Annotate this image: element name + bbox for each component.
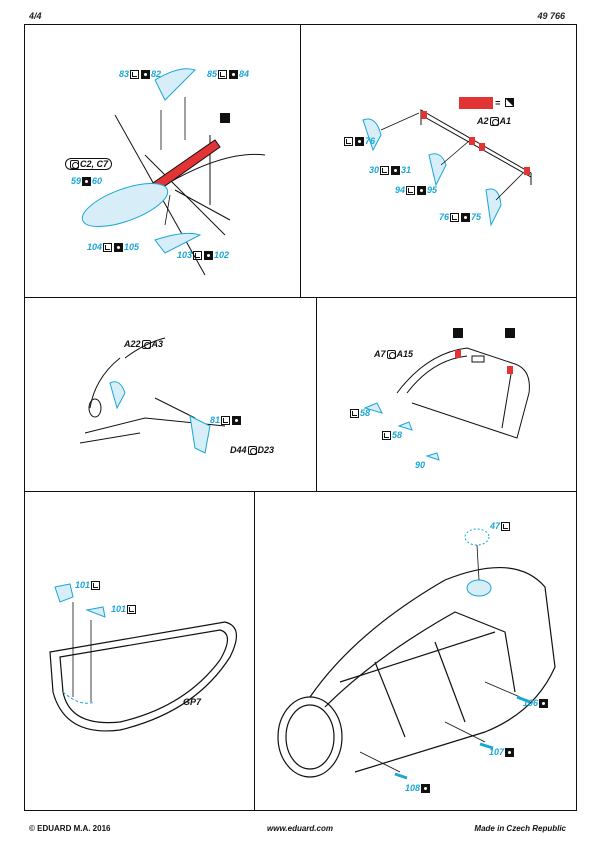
part-90-label: 90 — [415, 460, 426, 470]
part-76-label-top: 76 — [343, 136, 375, 147]
part-106-label: 106 — [523, 698, 549, 709]
bend-icon — [450, 213, 460, 223]
paint-icon — [229, 70, 239, 80]
panel-2-drawing — [362, 109, 532, 227]
legend-equals: = — [495, 98, 501, 108]
paint-icon — [391, 166, 401, 176]
footer-copyright: © EDUARD M.A. 2016 — [29, 824, 111, 833]
option-icon — [489, 117, 499, 127]
bend-icon — [221, 416, 231, 426]
paint-icon — [505, 748, 515, 758]
option-icon — [70, 160, 79, 170]
part-58-label-1: 58 — [349, 408, 370, 419]
part-58-label-2: 58 — [381, 430, 402, 441]
part-81-label: 81 — [210, 415, 242, 426]
callout-c2-c7: C2, C7 — [65, 158, 113, 171]
paint-icon — [232, 416, 242, 426]
bend-icon — [193, 251, 203, 261]
kit-number: 49 766 — [537, 11, 565, 21]
paint-icon — [114, 243, 124, 253]
panel-6-drawing — [277, 528, 556, 780]
part-101-label-1: 101 — [75, 580, 101, 591]
panel-1-drawing — [81, 68, 266, 276]
bend-icon — [501, 522, 511, 532]
page-number: 4/4 — [29, 11, 42, 21]
panel-5-drawing — [49, 583, 237, 732]
bend-icon — [218, 70, 228, 80]
bend-icon — [380, 166, 390, 176]
bend-icon — [130, 70, 140, 80]
paint-icon — [141, 70, 151, 80]
bend-icon — [91, 581, 101, 591]
part-107-label: 107 — [489, 747, 515, 758]
bend-icon — [406, 186, 416, 196]
ref-gp7: GP7 — [183, 697, 202, 707]
bend-icon — [103, 243, 113, 253]
panel-3-drawing — [79, 337, 226, 454]
option-icon — [386, 350, 396, 360]
part-108-label: 108 — [405, 783, 431, 794]
paint-icon — [204, 251, 214, 261]
bend-icon — [127, 605, 137, 615]
footer-origin: Made in Czech Republic — [474, 824, 566, 833]
option-icon — [247, 446, 257, 456]
paint-red-swatch — [459, 97, 493, 109]
paint-icon — [539, 699, 549, 709]
bend-icon — [350, 409, 359, 419]
footer-url[interactable]: www.eduard.com — [267, 824, 333, 833]
panel-4-drawing — [363, 328, 530, 461]
option-icon — [141, 340, 151, 350]
paint-icon — [355, 137, 364, 147]
paint-icon — [82, 177, 92, 187]
paint-icon — [421, 784, 431, 794]
panel-6: 47 106 107 108 — [254, 491, 577, 811]
panel-5: 101 101 GP7 — [24, 491, 255, 811]
remove-icon — [505, 98, 514, 107]
paint-icon — [461, 213, 471, 223]
paint-icon — [417, 186, 427, 196]
bend-icon — [382, 431, 391, 441]
bend-icon — [344, 137, 353, 147]
part-101-label-2: 101 — [111, 604, 137, 615]
part-47-label: 47 — [490, 521, 511, 532]
